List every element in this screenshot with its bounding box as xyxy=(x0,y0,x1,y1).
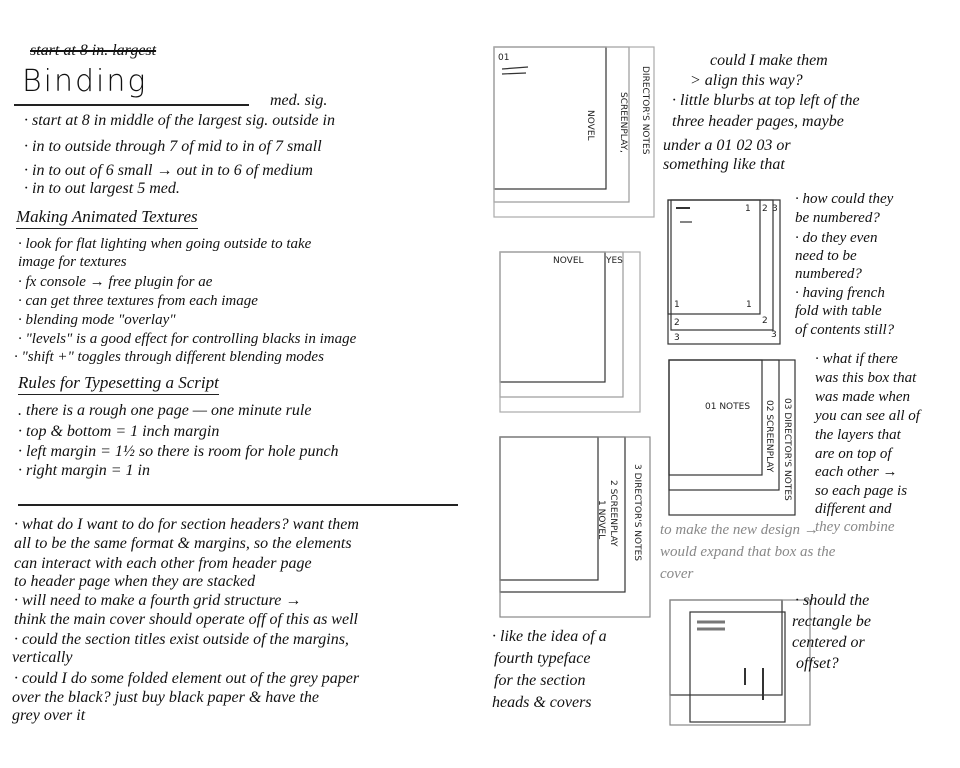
note-line: could I make them xyxy=(710,52,828,69)
binding-item: · in to outside through 7 of mid to in o… xyxy=(24,138,322,155)
note-line: · do they even xyxy=(795,230,878,246)
faint-note-line: would expand that box as the xyxy=(660,544,836,560)
note-line: · will need to make a fourth grid struct… xyxy=(14,592,302,609)
note-line: under a 01 02 03 or xyxy=(663,137,791,154)
sketch-number: 1 xyxy=(746,300,752,310)
note-line: for the section xyxy=(494,672,586,689)
script-item: . there is a rough one page — one minute… xyxy=(18,402,312,419)
textures-item: · fx console → free plugin for ae xyxy=(18,274,213,290)
note-line: can interact with each other from header… xyxy=(14,555,312,572)
textures-item: · "shift +" toggles through different bl… xyxy=(14,349,324,365)
note-line: · little blurbs at top left of the xyxy=(672,92,860,109)
sketch-number: 2 xyxy=(762,204,768,214)
note-line: · could the section titles exist outside… xyxy=(14,631,349,648)
sketch-label: YES xyxy=(606,256,623,266)
sketch-label: 2 SCREENPLAY xyxy=(608,480,618,547)
note-line: they combine xyxy=(815,519,895,535)
note-line: be numbered? xyxy=(795,210,880,226)
binding-item: · in to out of 6 small → out in to 6 of … xyxy=(24,162,313,179)
note-line: offset? xyxy=(796,655,839,672)
sketch-number: 3 xyxy=(771,330,777,340)
script-item: · right margin = 1 in xyxy=(18,462,150,479)
note-line: > align this way? xyxy=(690,72,803,89)
note-line: three header pages, maybe xyxy=(672,113,844,130)
struck-heading: start at 8 in. largest xyxy=(30,42,157,59)
note-line: heads & covers xyxy=(492,694,592,711)
divider xyxy=(14,104,249,106)
binding-item: · start at 8 in middle of the largest si… xyxy=(24,112,335,129)
note-line: vertically xyxy=(12,649,73,666)
binding-item: · in to out largest 5 med. xyxy=(24,180,180,197)
sketch-number: 1 xyxy=(674,300,680,310)
note-line: think the main cover should operate off … xyxy=(14,611,358,628)
note-line: you can see all of xyxy=(815,408,920,424)
textures-item: · can get three textures from each image xyxy=(18,293,258,309)
textures-item: · "levels" is a good effect for controll… xyxy=(18,331,357,347)
sketch-label: 03 DIRECTOR'S NOTES xyxy=(782,398,792,501)
note-line: something like that xyxy=(663,156,785,173)
note-line: each other → xyxy=(815,464,898,480)
sketch-label: DIRECTOR'S NOTES xyxy=(640,66,650,155)
note-line: was this box that xyxy=(815,370,917,386)
note-line: was made when xyxy=(815,389,910,405)
sketch-label: SCREENPLAY, xyxy=(618,92,628,153)
note-line: · how could they xyxy=(795,191,894,207)
textures-item: · blending mode "overlay" xyxy=(18,312,176,328)
note-line: all to be the same format & margins, so … xyxy=(14,535,352,552)
note-line: · what do I want to do for section heade… xyxy=(14,516,359,533)
sketch-label: 02 SCREENPLAY xyxy=(764,400,774,473)
note-line: rectangle be xyxy=(792,613,871,630)
note-line: · what if there xyxy=(815,351,898,367)
note-line: · having french xyxy=(795,285,885,301)
sketch-label: 1 NOVEL xyxy=(596,500,606,540)
note-line: to header page when they are stacked xyxy=(14,573,256,590)
note-line: numbered? xyxy=(795,266,862,282)
sketch-number: 3 xyxy=(772,204,778,214)
sketch-number: 1 xyxy=(745,204,751,214)
note-line: fourth typeface xyxy=(494,650,591,667)
sketch-page-number: 01 xyxy=(498,53,510,63)
note-line: are on top of xyxy=(815,446,892,462)
note-line: different and xyxy=(815,501,892,517)
textures-item: · look for flat lighting when going outs… xyxy=(18,236,312,252)
note-line: · like the idea of a xyxy=(492,628,607,645)
sketch-label: 3 DIRECTOR'S NOTES xyxy=(632,464,642,561)
note-line: grey over it xyxy=(12,707,86,724)
note-line: so each page is xyxy=(815,483,908,499)
note-line: over the black? just buy black paper & h… xyxy=(12,689,320,706)
textures-item: image for textures xyxy=(18,254,127,270)
faint-note-line: to make the new design → xyxy=(660,522,819,538)
sketch-label: NOVEL xyxy=(585,110,595,141)
script-title: Rules for Typesetting a Script xyxy=(18,374,219,395)
sketch-number: 3 xyxy=(674,333,680,343)
note-line: centered or xyxy=(792,634,865,651)
sketch-label: NOVEL xyxy=(553,256,584,266)
textures-title: Making Animated Textures xyxy=(16,208,198,229)
sketch-number: 2 xyxy=(674,318,680,328)
sketch-number: 2 xyxy=(762,316,768,326)
script-item: · left margin = 1½ so there is room for … xyxy=(18,443,339,460)
note-line: the layers that xyxy=(815,427,901,443)
sketch-label: 01 NOTES xyxy=(705,402,751,412)
note-line: need to be xyxy=(795,248,857,264)
note-line: · could I do some folded element out of … xyxy=(14,670,360,687)
divider xyxy=(18,504,458,506)
note-line: · should the xyxy=(795,592,870,609)
margin-note: med. sig. xyxy=(270,92,328,109)
script-item: · top & bottom = 1 inch margin xyxy=(18,423,220,440)
note-line: fold with table xyxy=(795,303,882,319)
faint-note-line: cover xyxy=(660,566,694,582)
binding-title: Binding xyxy=(22,64,148,99)
note-line: of contents still? xyxy=(795,322,895,338)
